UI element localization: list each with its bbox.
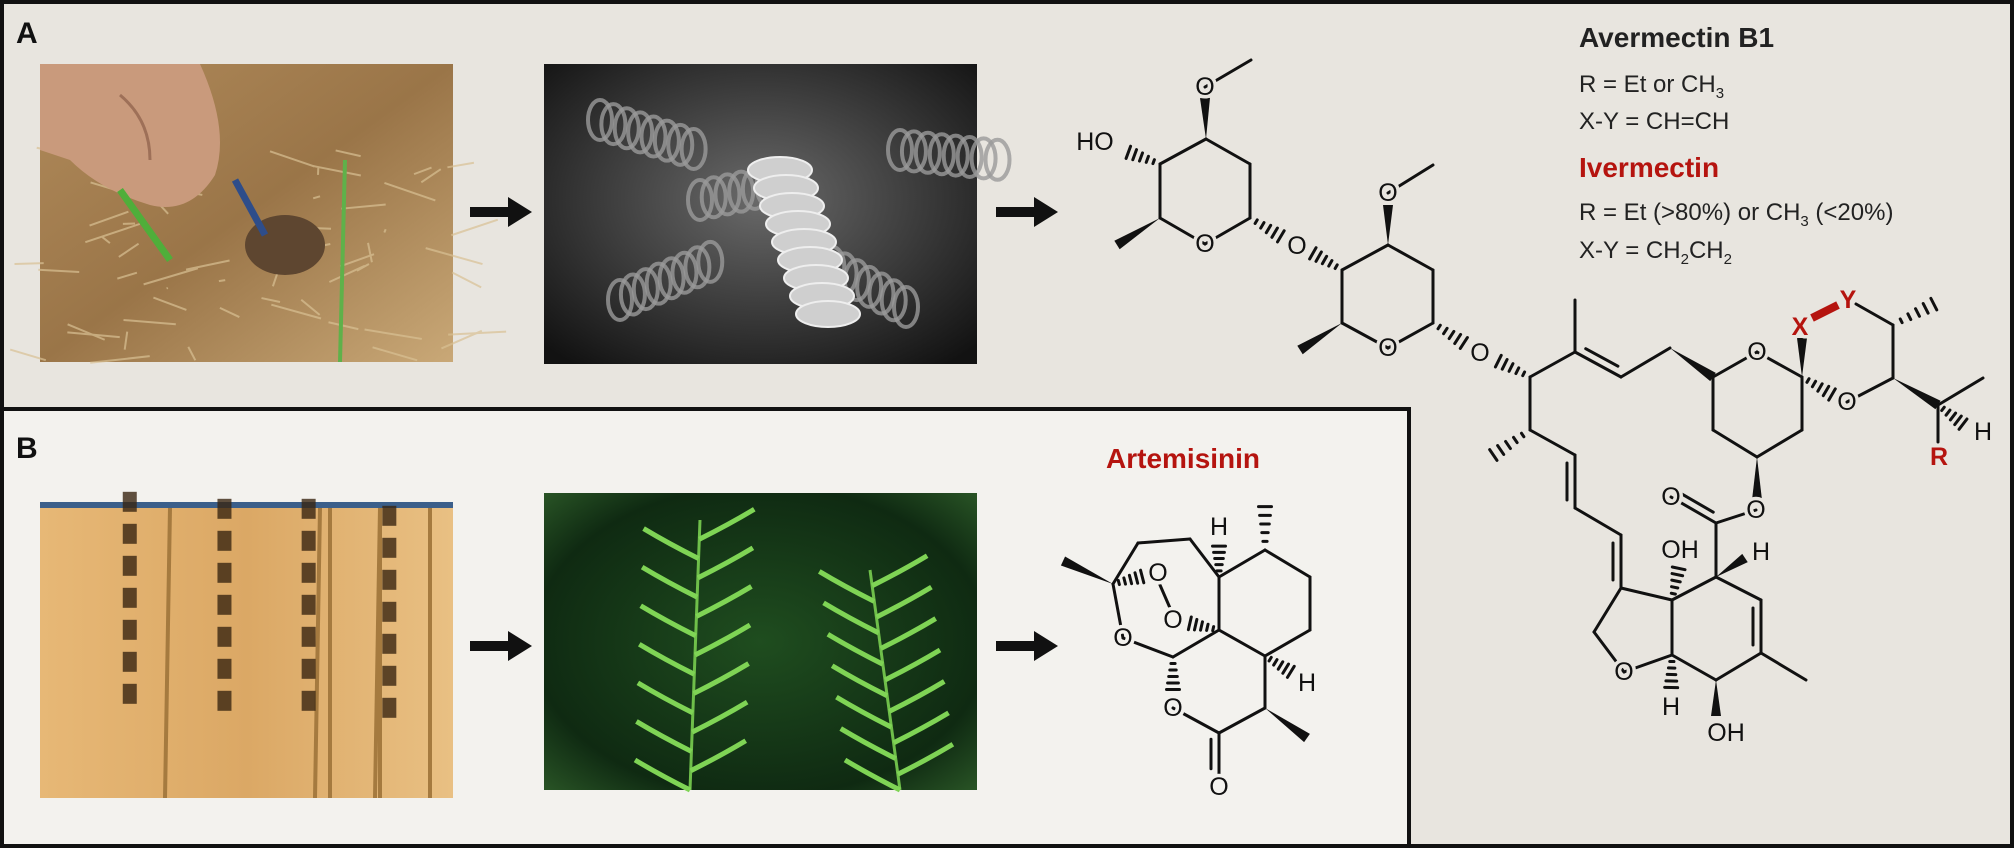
hashed-bond-segment bbox=[1335, 265, 1337, 269]
hashed-bond-segment bbox=[1671, 593, 1675, 594]
calligraphy-stroke bbox=[217, 531, 231, 551]
hashed-bond-segment bbox=[1207, 624, 1208, 630]
atom-label-h: H bbox=[1752, 538, 1770, 566]
atom-label-o: O bbox=[1195, 230, 1214, 258]
calligraphy-stroke bbox=[382, 538, 396, 558]
calligraphy-stroke bbox=[123, 492, 137, 512]
hashed-bond-segment bbox=[1124, 578, 1126, 584]
calligraphy-stroke bbox=[382, 506, 396, 526]
soil-sampling-photo bbox=[10, 64, 506, 363]
calligraphy-stroke bbox=[123, 556, 137, 576]
hashed-bond-segment bbox=[1900, 319, 1902, 323]
calligraphy-stroke bbox=[123, 524, 137, 544]
calligraphy-stroke bbox=[217, 627, 231, 647]
hashed-bond-segment bbox=[1523, 372, 1525, 376]
atom-label-o: O bbox=[1113, 624, 1132, 652]
hashed-bond-segment bbox=[1672, 580, 1680, 582]
grass-strand bbox=[219, 280, 225, 281]
panel-b-label: B bbox=[16, 432, 38, 465]
calligraphy-stroke bbox=[123, 588, 137, 608]
calligraphy-stroke bbox=[302, 659, 316, 679]
calligraphy-stroke bbox=[302, 531, 316, 551]
hashed-bond-segment bbox=[1672, 587, 1678, 588]
avermectin-title: Avermectin B1 bbox=[1579, 22, 1774, 53]
atom-label-oh: OH bbox=[1707, 719, 1745, 747]
hashed-bond-segment bbox=[1255, 220, 1257, 224]
grass-strand bbox=[384, 229, 385, 232]
atom-label-oh: OH bbox=[1661, 536, 1699, 564]
hashed-bond-segment bbox=[1213, 627, 1214, 631]
grass-strand bbox=[167, 288, 168, 289]
calligraphy-stroke bbox=[382, 602, 396, 622]
atom-label-r: R bbox=[1930, 443, 1948, 471]
calligraphy-stroke bbox=[382, 634, 396, 654]
calligraphy-stroke bbox=[217, 563, 231, 583]
atom-label-h: H bbox=[1662, 693, 1680, 721]
atom-label-o: O bbox=[1746, 496, 1765, 524]
atom-label-o: O bbox=[1378, 179, 1397, 207]
calligraphy-stroke bbox=[302, 563, 316, 583]
calligraphy-stroke bbox=[302, 595, 316, 615]
atom-label-o: O bbox=[1163, 606, 1182, 634]
hashed-bond-segment bbox=[1521, 433, 1523, 436]
calligraphy-stroke bbox=[302, 627, 316, 647]
avermectin-r-definition: R = Et or CH3 bbox=[1579, 71, 1724, 102]
hashed-bond-segment bbox=[1146, 156, 1148, 162]
calligraphy-stroke bbox=[382, 570, 396, 590]
hashed-bond-segment bbox=[1153, 160, 1154, 164]
atom-label-o: O bbox=[1378, 334, 1397, 362]
calligraphy-stroke bbox=[217, 595, 231, 615]
atom-label-o: O bbox=[1287, 232, 1306, 260]
hashed-bond-segment bbox=[1201, 622, 1203, 630]
calligraphy-stroke bbox=[217, 659, 231, 679]
atom-label-x: X bbox=[1792, 313, 1809, 341]
hashed-bond-segment bbox=[1129, 575, 1131, 583]
ivermectin-xy-definition: X-Y = CH2CH2 bbox=[1579, 237, 1732, 268]
atom-label-o: O bbox=[1837, 388, 1856, 416]
atom-label-h: H bbox=[1974, 418, 1992, 446]
hashed-bond-segment bbox=[1807, 379, 1809, 383]
calligraphy-stroke bbox=[382, 698, 396, 718]
ivermectin-r-definition: R = Et (>80%) or CH3 (<20%) bbox=[1579, 199, 1893, 230]
microscopy-photo bbox=[544, 64, 1010, 364]
artemisinin-title: Artemisinin bbox=[1106, 443, 1260, 474]
calligraphy-stroke bbox=[302, 499, 316, 519]
atom-label-ho: HO bbox=[1076, 128, 1114, 156]
calligraphy-stroke bbox=[123, 652, 137, 672]
calligraphy-stroke bbox=[382, 666, 396, 686]
calligraphy-stroke bbox=[217, 691, 231, 711]
atom-label-y: Y bbox=[1840, 286, 1857, 314]
avermectin-xy-definition: X-Y = CH=CH bbox=[1579, 108, 1729, 135]
calligraphy-stroke bbox=[217, 499, 231, 519]
hashed-bond-segment bbox=[1269, 657, 1271, 661]
hashed-bond-segment bbox=[1118, 580, 1119, 584]
atom-label-o: O bbox=[1209, 773, 1228, 801]
grass-strand bbox=[15, 263, 44, 264]
atom-label-o: O bbox=[1148, 559, 1167, 587]
atom-label-o: O bbox=[1747, 338, 1766, 366]
atom-label-h: H bbox=[1298, 669, 1316, 697]
hashed-bond-segment bbox=[1942, 407, 1945, 410]
coil-bright-segment bbox=[796, 301, 860, 327]
calligraphy-stroke bbox=[123, 684, 137, 704]
hashed-bond-segment bbox=[1438, 325, 1440, 329]
ivermectin-title: Ivermectin bbox=[1579, 152, 1719, 183]
calligraphy-stroke bbox=[123, 620, 137, 640]
atom-label-o: O bbox=[1470, 339, 1489, 367]
atom-label-o: O bbox=[1614, 658, 1633, 686]
panel-a-label: A bbox=[16, 17, 38, 50]
ancient-book-photo bbox=[40, 492, 453, 798]
sweet-wormwood-photo bbox=[544, 493, 977, 790]
atom-label-o: O bbox=[1661, 483, 1680, 511]
calligraphy-stroke bbox=[302, 691, 316, 711]
atom-label-h: H bbox=[1210, 513, 1228, 541]
atom-label-o: O bbox=[1163, 694, 1182, 722]
atom-label-o: O bbox=[1195, 73, 1214, 101]
